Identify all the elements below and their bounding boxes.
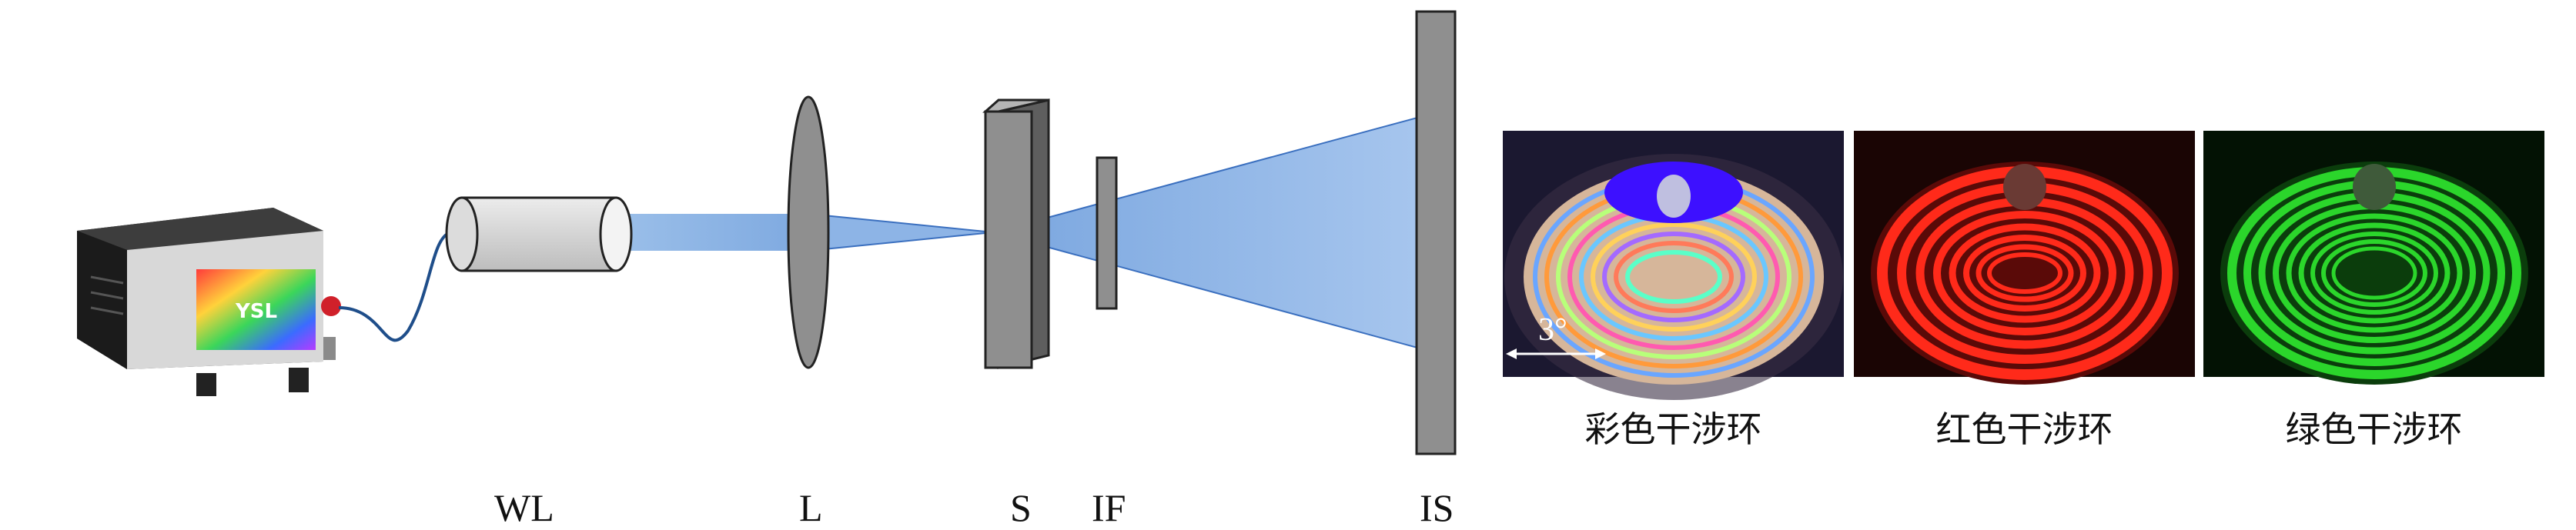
label-sample: S (1010, 486, 1032, 529)
photo-red-rings (1854, 131, 2195, 385)
sample-slab (982, 98, 1050, 369)
interference-filter (1096, 156, 1118, 310)
collimated-beam (616, 214, 808, 251)
photo-color-rings: 3° (1503, 131, 1844, 400)
caption-color-rings: 彩色干涉环 (1584, 408, 1762, 450)
device-badge-text: YSL (235, 300, 277, 323)
photo-green-rings (2203, 131, 2544, 385)
caption-green-rings: 绿色干涉环 (2285, 408, 2463, 450)
diverging-beam-cone (990, 114, 1427, 352)
label-screen: IS (1420, 486, 1454, 529)
caption-red-rings: 红色干涉环 (1935, 408, 2113, 450)
lens (787, 95, 830, 369)
label-wl: WL (494, 486, 554, 529)
device-display (196, 269, 316, 350)
white-light-collimator (445, 196, 633, 272)
power-knob-icon (321, 296, 341, 316)
converging-beam (808, 212, 994, 252)
imaging-screen (1415, 10, 1457, 455)
label-lens: L (799, 486, 823, 529)
label-filter: IF (1092, 486, 1126, 529)
scale-label: 3° (1538, 312, 1567, 348)
light-source-device: YSL (77, 208, 341, 396)
fiber-cable (338, 231, 451, 342)
